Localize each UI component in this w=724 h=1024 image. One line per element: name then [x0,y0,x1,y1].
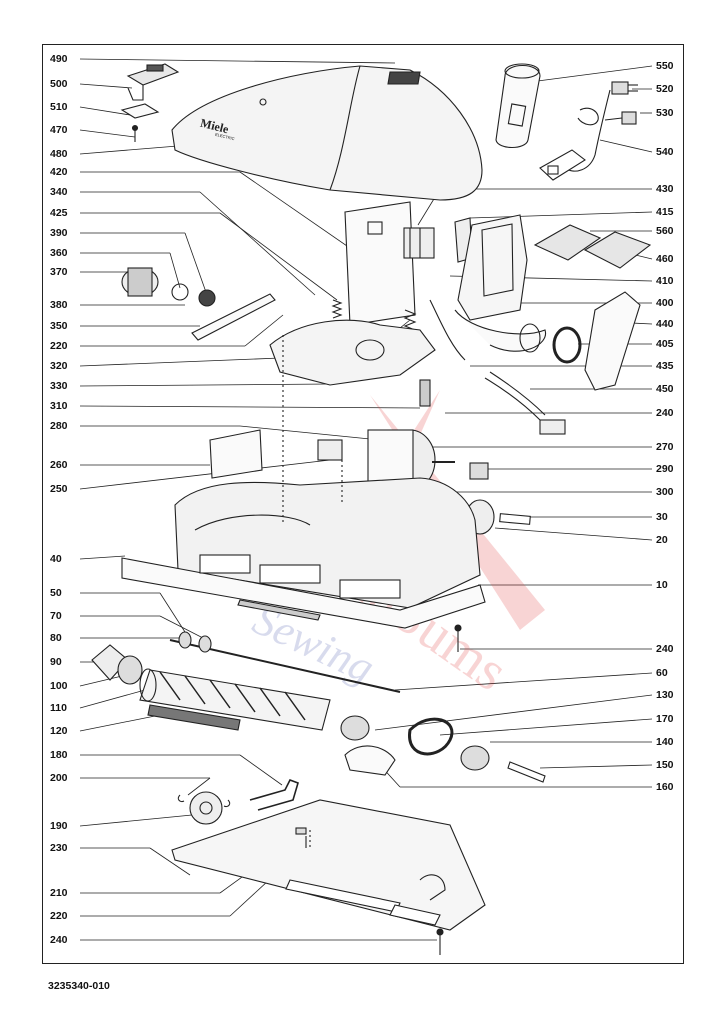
right-callout-240: 240 [656,643,674,655]
left-callout-380: 380 [50,299,68,311]
right-callout-540: 540 [656,146,674,158]
right-callout-440: 440 [656,318,674,330]
right-callout-240: 240 [656,407,674,419]
left-callout-340: 340 [50,186,68,198]
left-callout-70: 70 [50,610,62,622]
left-callout-500: 500 [50,78,68,90]
right-callout-450: 450 [656,383,674,395]
left-callout-120: 120 [50,725,68,737]
left-callout-190: 190 [50,820,68,832]
left-callout-200: 200 [50,772,68,784]
left-callout-350: 350 [50,320,68,332]
left-callout-40: 40 [50,553,62,565]
left-callout-310: 310 [50,400,68,412]
left-callout-260: 260 [50,459,68,471]
document-number: 3235340-010 [48,980,110,992]
right-callout-30: 30 [656,511,668,523]
left-callout-480: 480 [50,148,68,160]
right-callout-150: 150 [656,759,674,771]
right-callout-550: 550 [656,60,674,72]
left-callout-510: 510 [50,101,68,113]
right-callout-530: 530 [656,107,674,119]
left-callout-425: 425 [50,207,68,219]
right-callout-405: 405 [656,338,674,350]
left-callout-280: 280 [50,420,68,432]
right-callout-170: 170 [656,713,674,725]
right-callout-140: 140 [656,736,674,748]
parts-drawing [91,63,652,955]
left-callout-360: 360 [50,247,68,259]
right-callout-560: 560 [656,225,674,237]
left-callout-100: 100 [50,680,68,692]
left-callout-50: 50 [50,587,62,599]
diagram-frame [42,44,684,964]
left-callout-470: 470 [50,124,68,136]
right-callout-520: 520 [656,83,674,95]
left-callout-180: 180 [50,749,68,761]
left-callout-80: 80 [50,632,62,644]
right-callout-130: 130 [656,689,674,701]
left-callout-320: 320 [50,360,68,372]
right-callout-460: 460 [656,253,674,265]
right-callout-60: 60 [656,667,668,679]
left-callout-370: 370 [50,266,68,278]
right-callout-430: 430 [656,183,674,195]
right-callout-415: 415 [656,206,674,218]
left-callout-490: 490 [50,53,68,65]
right-callout-300: 300 [656,486,674,498]
leader-lines [79,58,653,941]
left-callout-90: 90 [50,656,62,668]
left-callout-420: 420 [50,166,68,178]
left-callout-220: 220 [50,910,68,922]
right-callout-435: 435 [656,360,674,372]
right-callout-10: 10 [656,579,668,591]
right-callout-20: 20 [656,534,668,546]
right-callout-290: 290 [656,463,674,475]
right-callout-400: 400 [656,297,674,309]
left-callout-220: 220 [50,340,68,352]
right-callout-160: 160 [656,781,674,793]
left-callout-210: 210 [50,887,68,899]
right-callout-270: 270 [656,441,674,453]
left-callout-250: 250 [50,483,68,495]
left-callout-330: 330 [50,380,68,392]
left-callout-240: 240 [50,934,68,946]
left-callout-230: 230 [50,842,68,854]
right-callout-410: 410 [656,275,674,287]
left-callout-110: 110 [50,702,67,714]
left-callout-390: 390 [50,227,68,239]
